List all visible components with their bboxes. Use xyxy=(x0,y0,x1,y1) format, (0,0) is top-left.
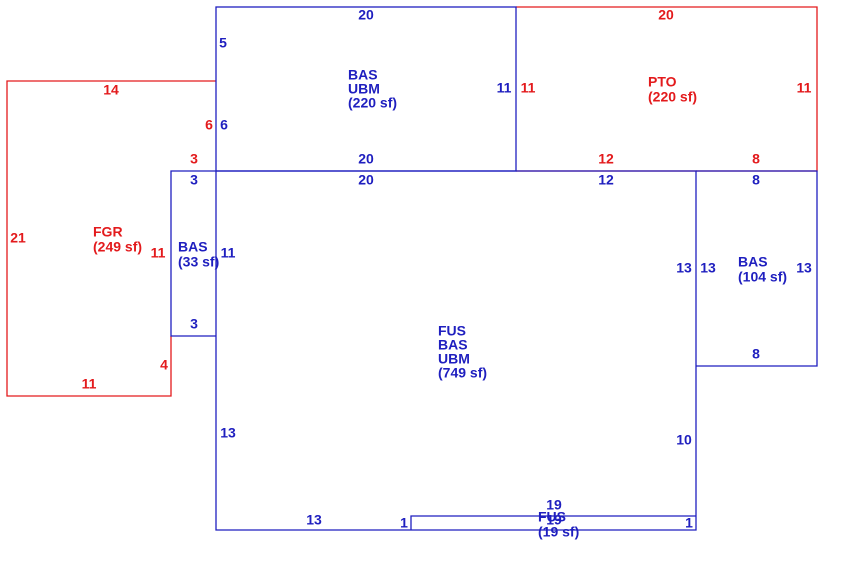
fgr-area: (249 sf) xyxy=(93,239,142,255)
main-area: (749 sf) xyxy=(438,365,487,381)
dim-right-bas-bottom: 8 xyxy=(752,346,760,362)
dim-pto-top: 20 xyxy=(658,7,674,23)
dim-main-right-upper: 13 xyxy=(676,260,692,276)
main-code-1: FUS xyxy=(438,323,466,339)
small-bas-label: BAS (33 sf) xyxy=(178,239,219,270)
dim-fgr-right: 11 xyxy=(151,245,166,261)
dim-bottom-fus-right: 1 xyxy=(685,515,693,531)
right-bas-label: BAS (104 sf) xyxy=(738,254,787,285)
dim-pto-bottom: 12 xyxy=(598,151,614,167)
main-code-3: UBM xyxy=(438,351,470,367)
dim-upper-bas-left-upper: 5 xyxy=(219,35,227,51)
bottom-fus-outline xyxy=(410,515,696,530)
upper-bas-area: (220 sf) xyxy=(348,95,397,111)
pto-label: PTO (220 sf) xyxy=(648,74,697,105)
dim-small-bas-top: 3 xyxy=(190,172,198,188)
dim-right-bas-top: 8 xyxy=(752,172,760,188)
dim-main-right-lower: 10 xyxy=(676,432,692,448)
dim-upper-bas-left-lower: 6 xyxy=(220,117,228,133)
dim-main-top-right: 12 xyxy=(598,172,614,188)
main-label: FUS BAS UBM (749 sf) xyxy=(438,323,487,381)
dimension-labels: 20 5 6 11 20 20 11 11 12 8 14 21 6 3 11 … xyxy=(10,7,812,531)
dim-fgr-bottom: 11 xyxy=(82,376,97,392)
fgr-code: FGR xyxy=(93,224,123,240)
dim-main-top: 20 xyxy=(358,172,374,188)
dim-upper-bas-top: 20 xyxy=(358,7,374,23)
dim-pto-right: 11 xyxy=(797,80,812,96)
upper-bas-code-2: UBM xyxy=(348,81,380,97)
dim-pto-left: 11 xyxy=(521,80,536,96)
small-bas-outline xyxy=(170,170,216,337)
small-bas-area: (33 sf) xyxy=(178,254,219,270)
dim-pto-bottom-right: 8 xyxy=(752,151,760,167)
dim-upper-bas-bottom: 20 xyxy=(358,151,374,167)
dim-fgr-right-low: 4 xyxy=(160,357,168,373)
dim-main-bottom-step: 1 xyxy=(400,515,408,531)
pto-area: (220 sf) xyxy=(648,89,697,105)
right-bas-area: (104 sf) xyxy=(738,269,787,285)
main-outline xyxy=(215,170,697,531)
dim-right-bas-left: 13 xyxy=(700,260,716,276)
dim-fgr-notch-top: 3 xyxy=(190,151,198,167)
dim-bottom-fus-bottom: 19 xyxy=(546,512,562,528)
dim-fgr-left: 21 xyxy=(10,230,26,246)
dim-fgr-top: 14 xyxy=(103,82,119,98)
dim-right-bas-right: 13 xyxy=(796,260,812,276)
fgr-outline xyxy=(6,80,216,397)
right-bas-code: BAS xyxy=(738,254,768,270)
bottom-fus-code: FUS xyxy=(538,509,566,525)
dim-main-bottom: 13 xyxy=(306,512,322,528)
bottom-fus-area: (19 sf) xyxy=(538,524,579,540)
small-bas-code: BAS xyxy=(178,239,208,255)
right-bas-outline xyxy=(696,170,818,367)
dim-fgr-right-top: 6 xyxy=(205,117,213,133)
main-code-2: BAS xyxy=(438,337,468,353)
pto-code: PTO xyxy=(648,74,677,90)
dim-small-bas-right: 11 xyxy=(221,245,236,261)
bottom-fus-label: FUS (19 sf) xyxy=(538,509,579,540)
dim-upper-bas-right: 11 xyxy=(497,80,512,96)
fgr-label: FGR (249 sf) xyxy=(93,224,142,255)
upper-bas-label: BAS UBM (220 sf) xyxy=(348,67,397,111)
outlines xyxy=(6,6,818,531)
dim-bottom-fus-top: 19 xyxy=(546,497,562,513)
dim-main-left: 13 xyxy=(220,425,236,441)
dim-small-bas-bottom: 3 xyxy=(190,316,198,332)
upper-bas-code-1: BAS xyxy=(348,67,378,83)
